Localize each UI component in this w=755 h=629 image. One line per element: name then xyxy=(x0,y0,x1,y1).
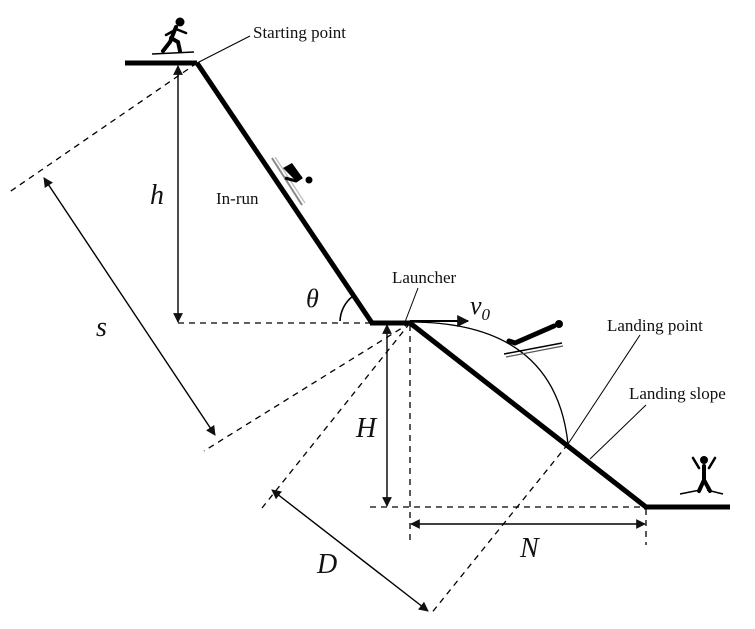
dimension-arrows xyxy=(43,65,646,612)
symbol-s: s xyxy=(96,312,107,343)
symbol-h: h xyxy=(150,180,164,211)
hill-profile xyxy=(125,60,730,510)
symbol-v-subscript: 0 xyxy=(482,305,491,324)
dashed-guides xyxy=(7,62,647,616)
label-launcher: Launcher xyxy=(392,268,457,287)
in-run-slope xyxy=(194,61,375,325)
label-starting-point: Starting point xyxy=(253,23,346,42)
theta-angle-arc xyxy=(339,295,354,322)
leader-launcher xyxy=(404,287,419,323)
guide-launcher-down xyxy=(261,322,411,509)
leader-landing-slope xyxy=(589,404,647,460)
guide-top-left xyxy=(7,62,198,194)
guide-launcher-left xyxy=(203,322,411,452)
leader-landing-point xyxy=(567,334,641,445)
symbol-v: v xyxy=(470,291,482,320)
symbol-theta: θ xyxy=(306,284,319,313)
skier-landed-icon xyxy=(679,456,724,495)
skier-flight-icon xyxy=(503,320,564,358)
label-landing-slope: Landing slope xyxy=(629,384,726,403)
leader-starting-point xyxy=(196,35,251,64)
symbol-D: D xyxy=(316,549,337,580)
label-in-run: In-run xyxy=(216,189,259,208)
D-arrow xyxy=(271,489,429,612)
label-landing-point: Landing point xyxy=(607,316,703,335)
skier-start-icon xyxy=(151,17,195,55)
guide-landing-to-d xyxy=(429,443,569,616)
symbol-H: H xyxy=(355,413,378,444)
flight-trajectory xyxy=(409,321,569,445)
landing-slope xyxy=(408,321,648,509)
symbol-v0: v0 xyxy=(470,291,491,324)
skier-inrun-icon xyxy=(271,156,313,206)
s-arrow xyxy=(43,177,216,436)
symbol-N: N xyxy=(519,533,540,564)
leader-lines xyxy=(196,35,647,460)
